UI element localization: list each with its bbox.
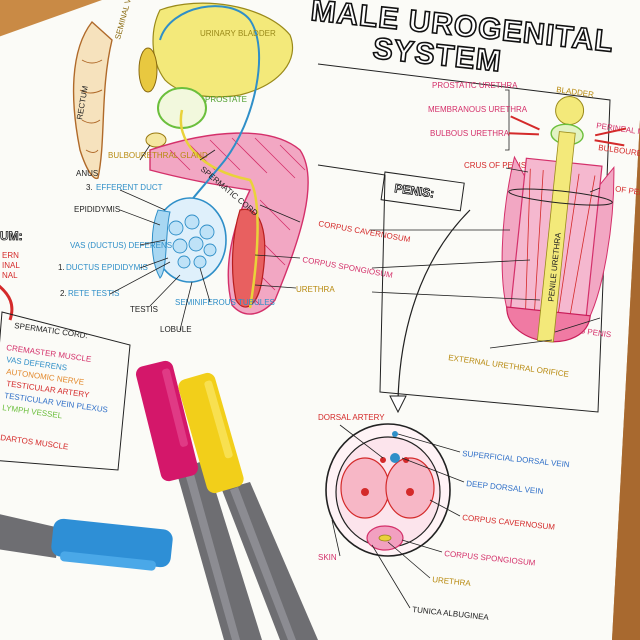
- yellow-pen-clip: [204, 380, 233, 459]
- label-seminiferous-tubules: SEMINIFEROUS TUBULES: [175, 298, 275, 307]
- epididymis-shape: [151, 209, 171, 279]
- blue-pen-barrel: [0, 514, 60, 558]
- label-vas-deferens: VAS (DUCTUS) DEFERENS: [70, 241, 172, 250]
- label-left-partial-2: INAL: [2, 261, 20, 270]
- cross-artery-right: [406, 488, 414, 496]
- label-ductus-epididymis: DUCTUS EPIDIDYMIS: [66, 263, 148, 272]
- penis-heading: PENIS:: [394, 181, 436, 200]
- label-epididymis: EPIDIDYMIS: [74, 205, 120, 214]
- spermatic-cord-box: [0, 311, 131, 471]
- label-crus-of-penis: CRUS OF PENIS: [464, 161, 526, 170]
- penis-box: [317, 63, 611, 413]
- seminal-vesicle-shape: [138, 47, 158, 93]
- magenta-pen-barrel-highlight: [184, 467, 240, 640]
- cross-dorsal-artery-2: [403, 457, 409, 463]
- urethra-line: [179, 109, 259, 309]
- seminiferous-lobules: [168, 214, 217, 269]
- sagittal-diagram: [72, 2, 309, 315]
- urethra-bracket: [505, 89, 510, 151]
- vas-deferens-loop: [159, 5, 261, 211]
- cross-superficial-vein: [392, 431, 398, 437]
- penis-heading-box: [380, 171, 465, 212]
- label-bulbourethral-gland: BULBOURETHRAL GLAND: [108, 151, 208, 160]
- label-urethra-2: URETHRA: [432, 575, 472, 588]
- penis-longitudinal-diagram: PENILE URETHRA: [501, 95, 627, 343]
- shaft-hatching: [525, 168, 596, 314]
- bulbourethral-gland-shape: [145, 132, 167, 148]
- magenta-pen: [135, 360, 262, 640]
- label-prostatic-urethra: PROSTATIC URETHRA: [432, 81, 518, 90]
- cross-dorsal-vein: [390, 453, 400, 463]
- cross-artery-left: [361, 488, 369, 496]
- blue-pen: [0, 514, 173, 571]
- yellow-pen-cap: [178, 372, 244, 494]
- leader-lines-right: [370, 167, 601, 349]
- label-lobule: LOBULE: [160, 325, 192, 334]
- magenta-pen-clip: [162, 368, 188, 447]
- corpus-cavernosum-shape: [149, 132, 309, 315]
- label-urinary-bladder: URINARY BLADDER: [200, 29, 276, 38]
- paper-shadow-edge: [612, 120, 640, 640]
- penis-cross-section: [325, 423, 451, 557]
- leader-lines-left: [109, 144, 301, 331]
- label-prostate: PROSTATE: [205, 95, 247, 104]
- leader-lines-cross: [331, 424, 465, 609]
- yellow-pen: [178, 372, 318, 640]
- label-efferent-num: 3.: [86, 183, 93, 192]
- label-left-partial-3: NAL: [2, 271, 18, 280]
- label-skin: SKIN: [318, 553, 337, 562]
- spermatic-cord-sketch: [0, 284, 14, 321]
- perineal-muscle-rays: [508, 115, 627, 147]
- cross-urethra: [378, 534, 392, 542]
- section-arrow: [397, 209, 471, 401]
- magenta-pen-cap: [135, 360, 199, 482]
- label-left-partial-1: ERN: [2, 251, 19, 260]
- label-membranous-urethra: MEMBRANOUS URETHRA: [428, 105, 528, 114]
- label-ductus-num: 1.: [58, 263, 65, 272]
- section-arrow-head: [389, 395, 407, 414]
- label-rete-testis: RETE TESTIS: [68, 289, 119, 298]
- rectum-folds: [79, 59, 103, 153]
- label-rete-num: 2.: [60, 289, 67, 298]
- label-urethra: URETHRA: [296, 285, 335, 294]
- label-dorsal-artery: DORSAL ARTERY: [318, 413, 385, 422]
- scrotum-heading: UM:: [0, 229, 23, 243]
- label-anus: ANUS: [76, 169, 98, 178]
- cross-dorsal-artery-1: [380, 457, 386, 463]
- label-bulbous-urethra: BULBOUS URETHRA: [430, 129, 510, 138]
- label-testis: TESTIS: [130, 305, 158, 314]
- blue-pen-clip: [60, 551, 156, 571]
- label-efferent-duct: EFFERENT DUCT: [96, 183, 163, 192]
- section-ring: [508, 188, 613, 206]
- yellow-pen-barrel-highlight: [230, 487, 296, 640]
